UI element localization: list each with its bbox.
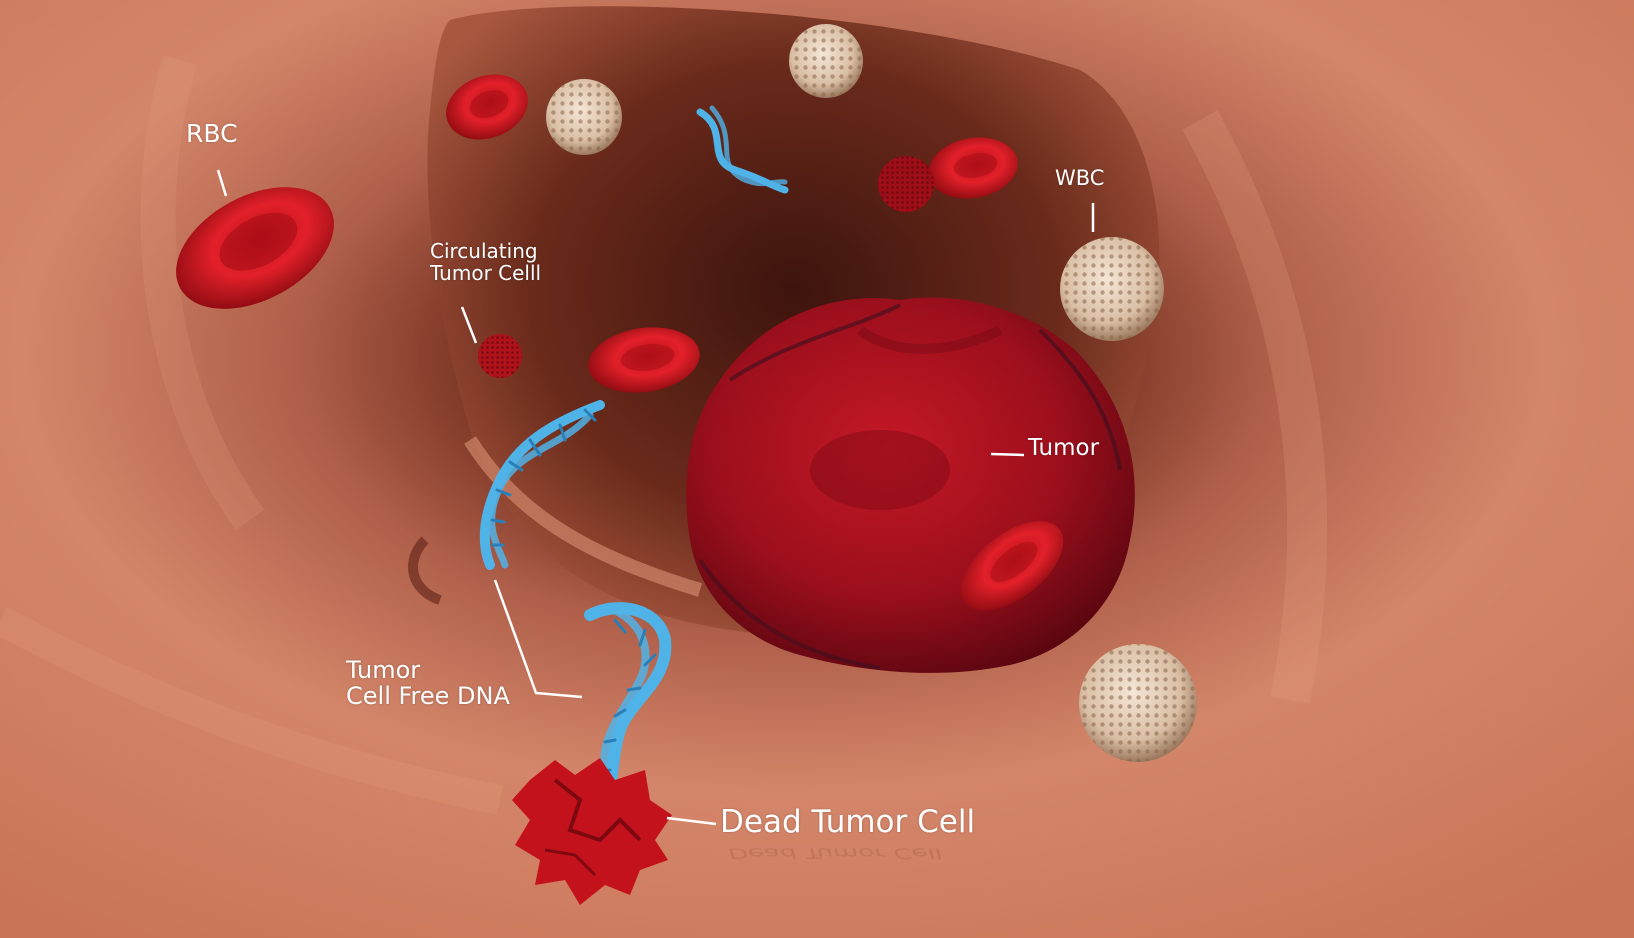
white-blood-cell — [546, 79, 622, 155]
tumor-fold — [698, 558, 881, 670]
wbc-label-text: WBC — [1055, 166, 1105, 190]
circulating-tumor-cell — [478, 334, 522, 378]
leader-line-rbc — [216, 169, 228, 197]
circulating-tumor-cell-label: Circulating Tumor Celll — [430, 239, 542, 285]
dead-tumor-cell-label: Dead Tumor Cell — [720, 804, 976, 840]
tumor-label-text: Tumor — [1028, 435, 1100, 461]
tumor-fold — [1038, 328, 1122, 471]
tumor-label: Tumor — [1028, 436, 1099, 461]
red-blood-cell — [588, 327, 700, 393]
dna-strand — [479, 400, 605, 570]
vessel-crevice — [408, 536, 442, 605]
vessel-fold — [140, 55, 265, 531]
leader-line-dead — [666, 816, 717, 826]
cfdna-label-line-2: Cell Free DNA — [346, 681, 510, 710]
rbc-label: RBC — [186, 120, 238, 147]
vessel-fold — [464, 436, 703, 597]
white-blood-cell — [789, 24, 863, 98]
ctc-label-line-1: Circulating — [430, 239, 538, 263]
tumor-fold — [728, 303, 901, 382]
rbc-label-text: RBC — [186, 119, 238, 148]
leader-line-cfdna — [493, 579, 583, 699]
red-blood-cell — [176, 187, 334, 309]
red-blood-cell — [960, 521, 1064, 611]
vessel-fold — [1182, 110, 1328, 704]
white-blood-cell — [1060, 237, 1164, 341]
circulating-tumor-cell — [878, 156, 934, 212]
tumor-fold — [857, 325, 1003, 354]
wbc-label: WBC — [1055, 167, 1104, 190]
dead-tumor-cell — [512, 758, 672, 905]
dead-tumor-cell-label-text: Dead Tumor Cell — [720, 804, 976, 840]
ctc-label-line-2: Tumor Celll — [430, 260, 542, 285]
red-blood-cell — [928, 137, 1018, 199]
cell-free-dna-label: Tumor Cell Free DNA — [346, 656, 510, 710]
dead-tumor-cell-label-reflection: Dead Tumor Cell — [725, 844, 945, 862]
leader-lines — [216, 169, 1095, 826]
cfdna-label-line-1: Tumor — [346, 656, 421, 684]
tumor-shadow-patch — [810, 430, 950, 510]
vessel-fold — [0, 606, 503, 815]
red-blood-cell — [446, 74, 528, 140]
dna-strand — [696, 105, 789, 194]
leader-line-ctc — [460, 306, 478, 344]
leader-line-tumor — [990, 452, 1025, 457]
white-blood-cell — [1079, 644, 1197, 762]
